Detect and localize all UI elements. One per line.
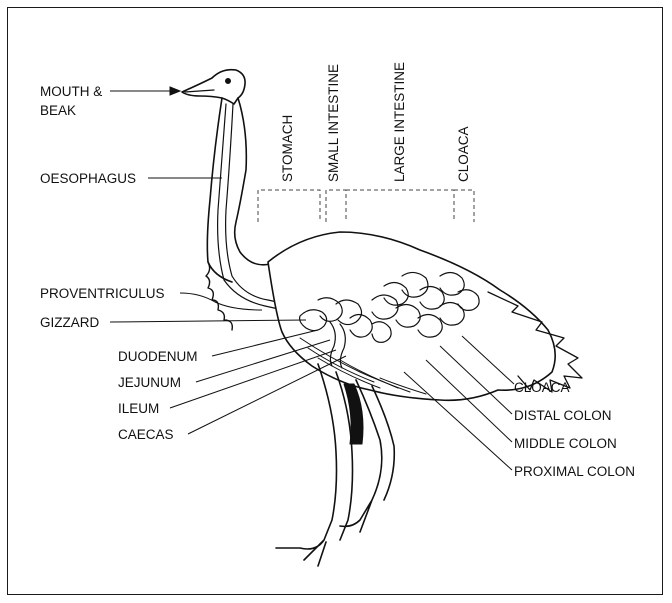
- label-middle-colon: MIDDLE COLON: [514, 436, 617, 451]
- label-stomach: STOMACH: [280, 115, 295, 182]
- label-mouth: MOUTH &: [40, 84, 102, 99]
- leader-caecas: [188, 356, 346, 434]
- bracket-large-intestine: [346, 190, 454, 222]
- arrow-mouth: [170, 87, 180, 95]
- bracket-cloaca: [454, 190, 474, 222]
- label-cloaca-right: CLOACA: [514, 380, 570, 395]
- label-large-intestine: LARGE INTESTINE: [392, 62, 407, 182]
- bracket-small-intestine: [326, 190, 346, 222]
- label-distal-colon: DISTAL COLON: [514, 408, 612, 423]
- label-oesophagus: OESOPHAGUS: [40, 171, 136, 186]
- label-gizzard: GIZZARD: [40, 315, 99, 330]
- region-brackets: [258, 190, 474, 222]
- leg-back-inner: [372, 386, 394, 500]
- leg-back: [340, 380, 382, 532]
- ostrich-head: [182, 70, 245, 104]
- label-jejunum: JEJUNUM: [118, 375, 181, 390]
- label-duodenum: DUODENUM: [118, 349, 198, 364]
- label-cloaca-top: CLOACA: [456, 126, 471, 182]
- ostrich-eye: [226, 79, 231, 84]
- label-beak: BEAK: [40, 103, 76, 118]
- label-proventriculus: PROVENTRICULUS: [40, 286, 165, 301]
- leg-front: [276, 364, 337, 566]
- neck-feathers: [206, 262, 232, 330]
- neck-back: [235, 98, 270, 265]
- label-caecas: CAECAS: [118, 427, 174, 442]
- label-ileum: ILEUM: [118, 401, 159, 416]
- leader-gizzard: [110, 320, 306, 322]
- ostrich-illustration: [182, 70, 582, 566]
- label-proximal-colon: PROXIMAL COLON: [514, 464, 635, 479]
- bracket-stomach: [258, 190, 320, 222]
- label-small-intestine: SMALL INTESTINE: [326, 64, 341, 182]
- body-outline: [268, 232, 555, 400]
